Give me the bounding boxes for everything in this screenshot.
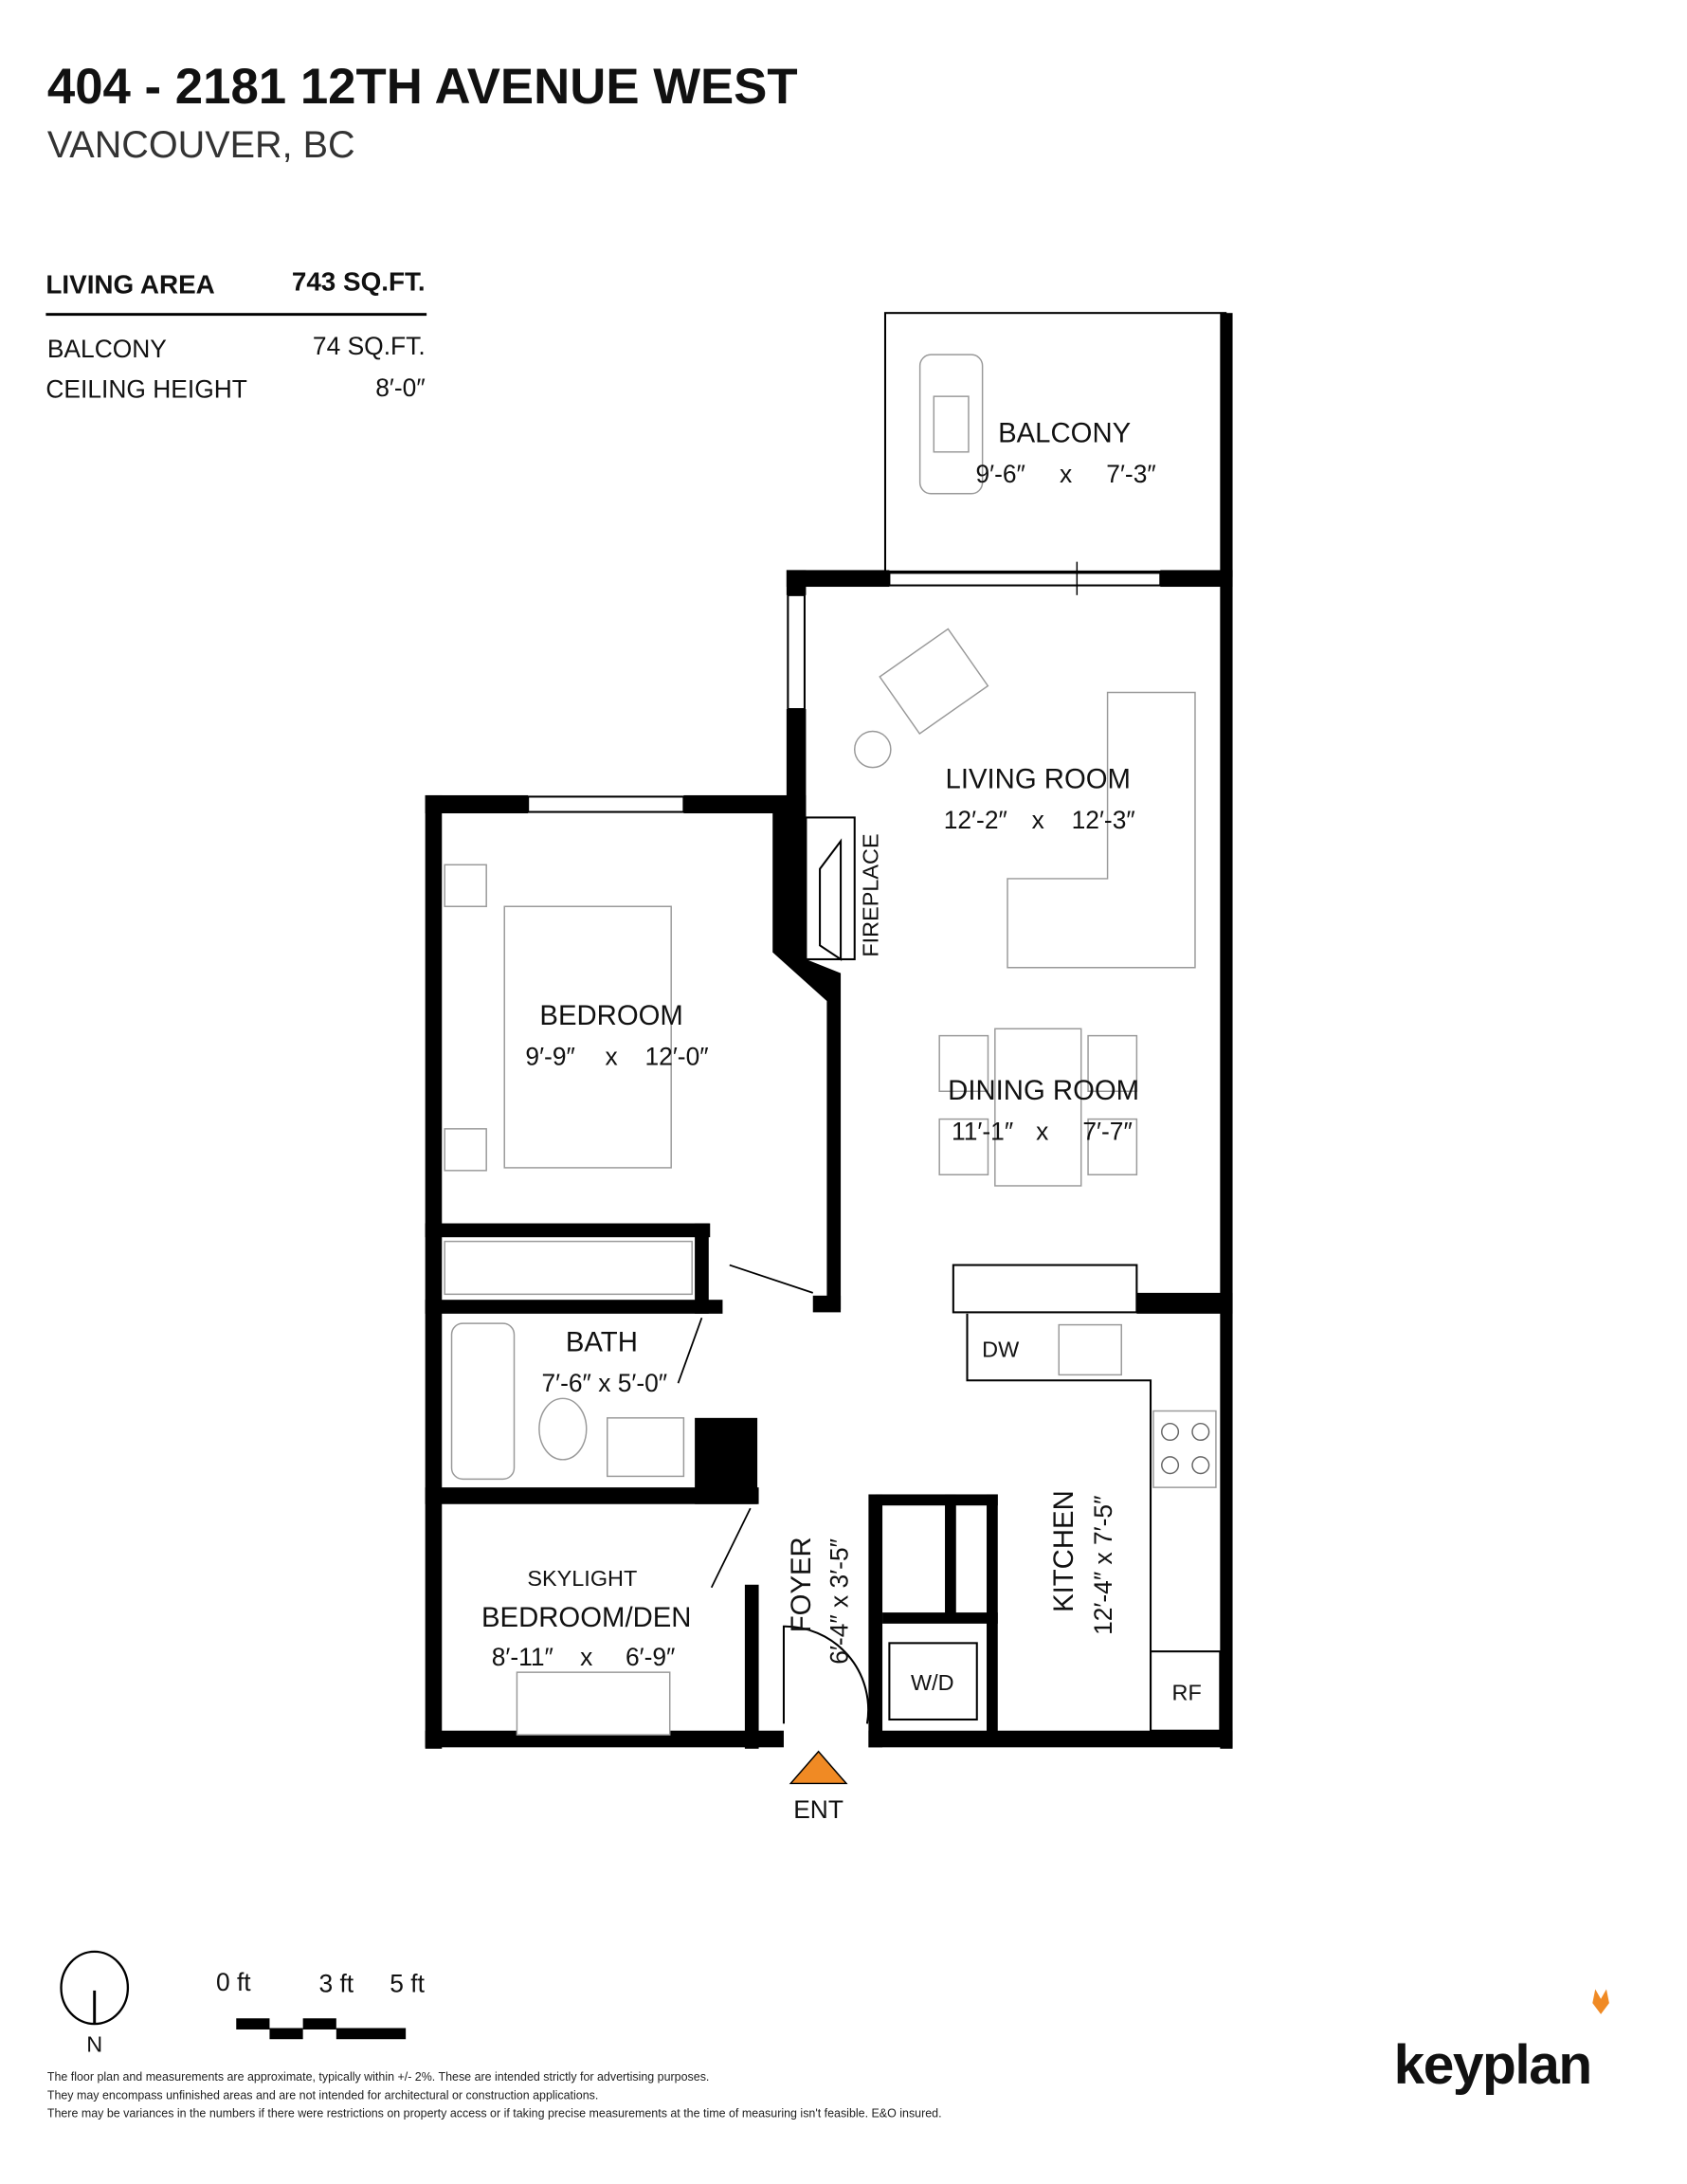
room-dim: x — [1060, 460, 1072, 488]
bed-icon — [503, 905, 672, 1169]
refrigerator — [1150, 1650, 1222, 1732]
side-table-icon — [853, 730, 892, 769]
kitchen-island — [952, 1264, 1138, 1314]
entrance-label: ENT — [793, 1795, 844, 1824]
bbq-grill-icon — [918, 354, 984, 495]
room-dim: 7′-7″ — [1082, 1118, 1132, 1146]
balcony-wall — [1220, 313, 1233, 577]
nightstand-icon — [444, 864, 487, 907]
disclaimer-line: The floor plan and measurements are appr… — [47, 2070, 710, 2084]
dining-table-icon — [994, 1028, 1082, 1187]
fireplace-icon — [805, 816, 856, 961]
floor-plan — [425, 312, 1233, 1749]
living-area-value: 743 SQ.FT. — [292, 267, 426, 297]
room-name-bath: BATH — [566, 1326, 638, 1357]
window — [787, 593, 806, 711]
balcony-area-label: BALCONY — [47, 335, 167, 363]
room-name-dining: DINING ROOM — [948, 1075, 1139, 1106]
sliding-door — [888, 570, 1162, 587]
window — [527, 795, 685, 813]
room-name-kitchen: KITCHEN — [1048, 1490, 1079, 1612]
toilet-icon — [538, 1397, 588, 1461]
room-dim: x — [1032, 806, 1044, 834]
ceiling-height-label: CEILING HEIGHT — [45, 375, 247, 404]
page-title: 404 - 2181 12TH AVENUE WEST — [47, 59, 798, 115]
sofa-icon — [1007, 691, 1196, 969]
fireplace-label: FIREPLACE — [859, 833, 883, 956]
scale-label: 3 ft — [318, 1969, 354, 1997]
page-subtitle: VANCOUVER, BC — [47, 124, 355, 166]
room-labels: BALCONY 9′-6″ x 7′-3″ LIVING ROOM 12′-2″… — [481, 418, 1202, 1825]
scale-bar: 0 ft 3 ft 5 ft — [216, 1968, 426, 2040]
nightstand-icon — [444, 1128, 487, 1172]
area-stats: LIVING AREA 743 SQ.FT. BALCONY 74 SQ.FT.… — [45, 267, 427, 404]
ceiling-height-value: 8′-0″ — [375, 373, 425, 402]
desk-icon — [516, 1671, 671, 1736]
entry-door — [782, 1625, 870, 1724]
entrance-arrow-icon — [789, 1750, 848, 1785]
stove-icon — [1152, 1410, 1217, 1488]
room-dim: 12′-0″ — [645, 1042, 709, 1070]
stats-divider — [45, 313, 427, 317]
room-dim: 6′-4″ x 3′-5″ — [825, 1538, 853, 1665]
fox-logo-icon — [1592, 1989, 1609, 2014]
room-dim: 12′-3″ — [1072, 806, 1135, 834]
wall — [1160, 570, 1233, 588]
room-name-bedroom: BEDROOM — [539, 1000, 682, 1031]
scale-label: 0 ft — [216, 1968, 251, 1996]
door — [710, 1507, 752, 1589]
room-dim: 6′-9″ — [626, 1643, 675, 1671]
room-dim: x — [1036, 1118, 1048, 1146]
refrigerator-label: RF — [1172, 1680, 1202, 1704]
bath-sink-icon — [607, 1417, 685, 1478]
washer-dryer — [888, 1642, 978, 1721]
closet-rod — [444, 1240, 693, 1296]
balcony-area-value: 74 SQ.FT. — [313, 332, 426, 360]
armchair-icon — [879, 628, 989, 736]
door — [677, 1317, 703, 1384]
room-dim: 7′-3″ — [1106, 460, 1155, 488]
room-dim: 9′-9″ — [525, 1042, 574, 1070]
sink-icon — [1058, 1323, 1122, 1376]
living-area-label: LIVING AREA — [45, 270, 214, 300]
kitchen-counter — [966, 1313, 1152, 1731]
room-name-living: LIVING ROOM — [946, 764, 1131, 795]
scale-label: 5 ft — [390, 1969, 425, 1997]
room-name-balcony: BALCONY — [998, 418, 1131, 449]
room-dim: 7′-6″ x 5′-0″ — [541, 1369, 667, 1397]
north-label: N — [86, 2031, 102, 2056]
room-dim: 11′-1″ — [952, 1118, 1013, 1146]
keyplan-logo: keyplan — [1394, 2034, 1591, 2096]
room-prefix-den: SKYLIGHT — [527, 1566, 637, 1591]
door — [729, 1264, 814, 1294]
room-dim: 12′-4″ x 7′-5″ — [1089, 1496, 1117, 1635]
room-name-den: BEDROOM/DEN — [481, 1602, 692, 1633]
wall — [786, 570, 890, 588]
bathtub-icon — [450, 1322, 516, 1481]
room-dim: 8′-11″ — [492, 1643, 553, 1671]
wall — [1220, 570, 1233, 1749]
dishwasher-label: DW — [982, 1337, 1020, 1361]
washer-dryer-label: W/D — [911, 1670, 954, 1695]
north-arrow-icon — [60, 1950, 130, 2026]
room-dim: 12′-2″ — [944, 806, 1007, 834]
disclaimer-line: There may be variances in the numbers if… — [47, 2106, 942, 2120]
room-dim: x — [580, 1643, 592, 1671]
disclaimer-line: They may encompass unfinished areas and … — [47, 2088, 598, 2102]
room-name-foyer: FOYER — [786, 1537, 817, 1632]
wall — [425, 794, 443, 1749]
room-dim: x — [606, 1042, 618, 1070]
room-dim: 9′-6″ — [975, 460, 1025, 488]
